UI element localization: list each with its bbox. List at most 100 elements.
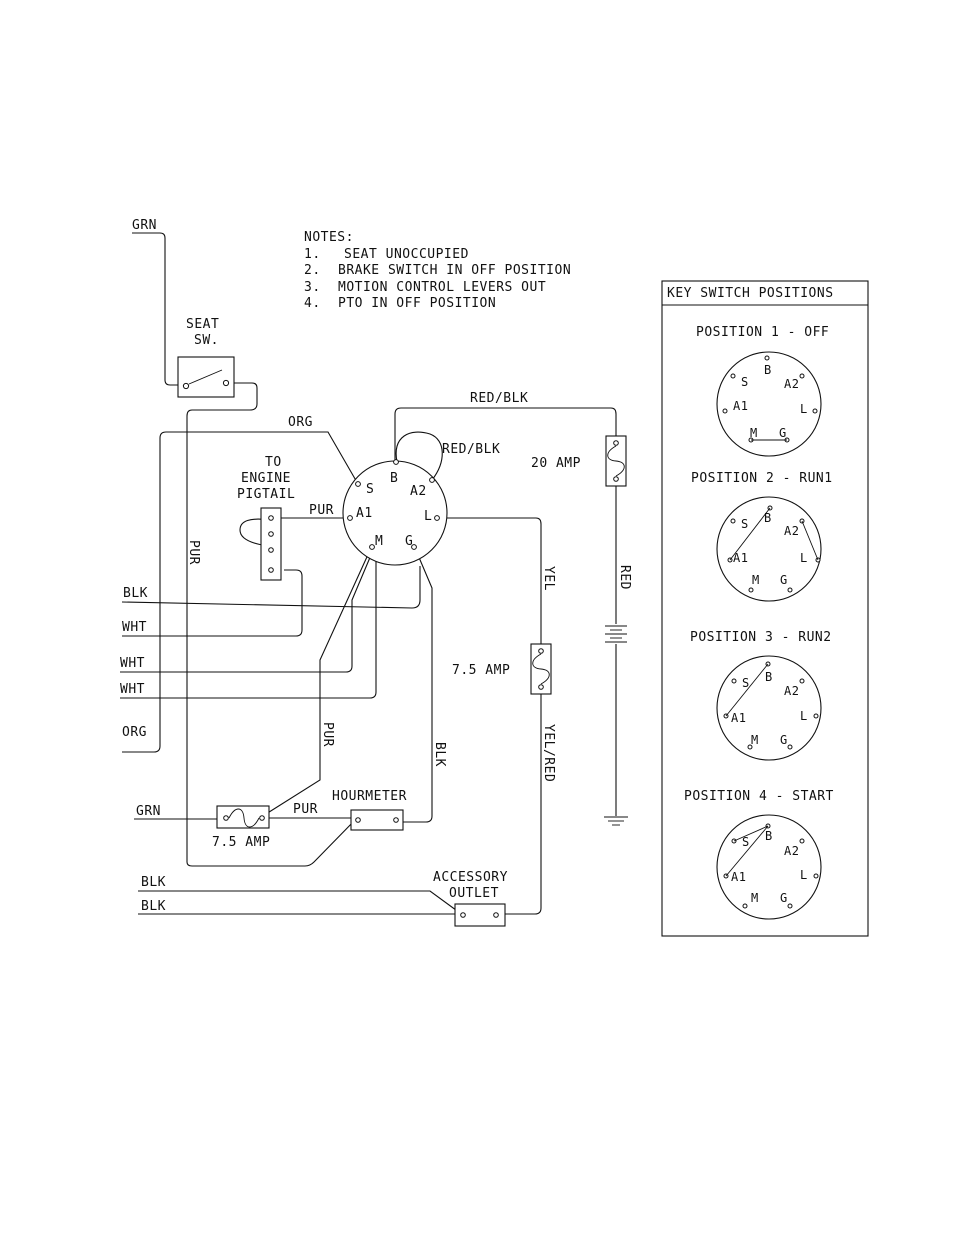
ground-symbol (604, 816, 628, 826)
notes-title: NOTES: (304, 230, 354, 245)
p4-label-a2: A2 (784, 844, 799, 858)
key-switch-terminal-m: M (375, 534, 383, 549)
p3-label-a1: A1 (731, 711, 746, 725)
wire-label-blk-2: BLK (141, 875, 166, 890)
engine-pigtail-label-line2: ENGINE (241, 471, 291, 486)
key-switch-terminal-g: G (405, 534, 413, 549)
p1-label-b: B (764, 363, 772, 377)
position-4-label: POSITION 4 - START (684, 789, 834, 804)
key-switch-terminal-a2: A2 (410, 484, 427, 499)
wire-label-wht-1: WHT (122, 620, 147, 635)
hourmeter-label: HOURMETER (332, 789, 407, 804)
key-switch: S B A2 A1 L M G (342, 459, 448, 566)
wire-label-blk-1: BLK (123, 586, 148, 601)
wire-seat-switch-out (186, 382, 358, 867)
key-switch-positions-title: KEY SWITCH POSITIONS (667, 286, 834, 301)
p2-label-g: G (780, 573, 788, 587)
wire-wht-3 (120, 546, 377, 699)
wire-label-wht-2: WHT (120, 656, 145, 671)
p3-label-s: S (742, 676, 750, 690)
wire-label-red: RED (617, 565, 632, 590)
p4-label-b: B (765, 829, 773, 843)
fuse-hourmeter-label: 7.5 AMP (212, 835, 270, 850)
seat-switch-label-line2: SW. (194, 333, 219, 348)
p4-label-g: G (780, 891, 788, 905)
wire-label-blk-g: BLK (432, 742, 447, 767)
wire-pigtail-loop (239, 518, 271, 547)
accessory-outlet-label-line2: OUTLET (449, 886, 499, 901)
note-1-text: SEAT UNOCCUPIED (344, 247, 469, 262)
wire-label-pur-m: PUR (320, 722, 335, 747)
p3-label-a2: A2 (784, 684, 799, 698)
fuse-20-amp: 20 AMP (531, 435, 627, 487)
p2-label-a1: A1 (733, 551, 748, 565)
wire-label-blk-3: BLK (141, 899, 166, 914)
wire-label-red-blk-top: RED/BLK (470, 391, 528, 406)
wire-blk-2 (138, 890, 461, 914)
wire-blk-1 (121, 566, 421, 609)
p2-label-s: S (741, 517, 749, 531)
wire-label-org-top: ORG (288, 415, 313, 430)
wire-yel (437, 517, 542, 646)
p4-label-l: L (800, 868, 808, 882)
key-switch-terminal-l: L (424, 509, 432, 524)
position-3-diagram: POSITION 3 - RUN2 S B A2 A1 L M G (690, 630, 832, 761)
note-2-number: 2. (304, 263, 321, 278)
wire-label-grn-top: GRN (132, 218, 157, 233)
p3-label-g: G (780, 733, 788, 747)
wire-grn-top (132, 232, 180, 386)
position-2-label: POSITION 2 - RUN1 (691, 471, 833, 486)
note-1-number: 1. (304, 247, 321, 262)
position-1-diagram: POSITION 1 - OFF S B A2 A1 L M G (696, 325, 829, 457)
fuse-7-5-amp-accessory: 7.5 AMP (452, 643, 552, 695)
seat-switch: SEAT SW. (177, 317, 235, 398)
wire-yel-red (497, 692, 542, 915)
wire-label-wht-3: WHT (120, 682, 145, 697)
position-1-label: POSITION 1 - OFF (696, 325, 829, 340)
wire-pur-m (265, 547, 372, 815)
p1-label-a1: A1 (733, 399, 748, 413)
fuse-accessory-label: 7.5 AMP (452, 663, 510, 678)
p2-label-a2: A2 (784, 524, 799, 538)
p3-label-l: L (800, 709, 808, 723)
p3-label-b: B (765, 670, 773, 684)
key-switch-terminal-a1: A1 (356, 506, 373, 521)
p2-label-b: B (764, 511, 772, 525)
engine-pigtail-label-line3: PIGTAIL (237, 487, 295, 502)
accessory-outlet: ACCESSORY OUTLET (433, 870, 507, 927)
engine-pigtail-connector: TO ENGINE PIGTAIL (237, 455, 295, 581)
position-3-label: POSITION 3 - RUN2 (690, 630, 832, 645)
wire-label-pur-vertical: PUR (186, 540, 201, 565)
wire-label-grn-bottom: GRN (136, 804, 161, 819)
wire-wht-1 (122, 569, 303, 637)
fuse-20-amp-label: 20 AMP (531, 456, 581, 471)
p1-label-s: S (741, 375, 749, 389)
p1-label-g: G (779, 426, 787, 440)
wire-wht-2 (120, 547, 375, 673)
note-4-text: PTO IN OFF POSITION (338, 296, 496, 311)
p1-label-l: L (800, 402, 808, 416)
p4-label-m: M (751, 891, 759, 905)
wire-label-red-blk-loop: RED/BLK (442, 442, 500, 457)
p1-label-a2: A2 (784, 377, 799, 391)
wire-label-pur-a1: PUR (309, 503, 334, 518)
position-4-diagram: POSITION 4 - START S B A2 A1 L M G (684, 789, 834, 920)
wire-label-org-bottom: ORG (122, 725, 147, 740)
wire-label-yel-red: YEL/RED (541, 724, 556, 782)
note-3-number: 3. (304, 280, 321, 295)
p1-label-m: M (750, 426, 758, 440)
p4-label-s: S (742, 835, 750, 849)
p2-label-m: M (752, 573, 760, 587)
wire-org (122, 431, 359, 753)
notes-block: NOTES: 1. SEAT UNOCCUPIED 2. BRAKE SWITC… (304, 230, 571, 311)
hourmeter: HOURMETER (332, 789, 407, 831)
wire-label-yel: YEL (541, 566, 556, 591)
note-2-text: BRAKE SWITCH IN OFF POSITION (338, 263, 571, 278)
wires: GRN PUR ORG ORG RED/BLK RED/BLK RED (120, 218, 632, 915)
battery-symbol (605, 625, 627, 643)
p2-label-l: L (800, 551, 808, 565)
key-switch-terminal-s: S (366, 482, 374, 497)
p4-label-a1: A1 (731, 870, 746, 884)
wire-blk-g (398, 547, 433, 823)
